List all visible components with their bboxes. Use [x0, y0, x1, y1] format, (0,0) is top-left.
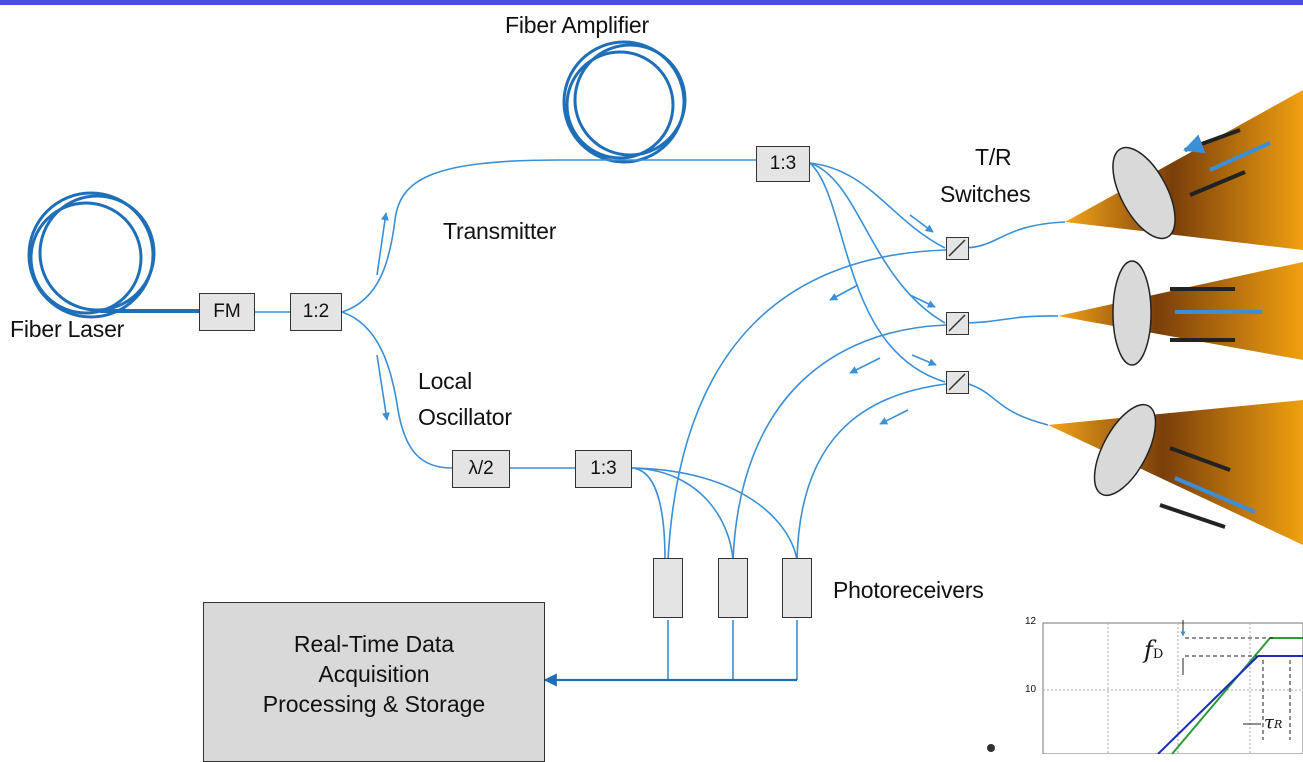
photoreceiver-3 — [782, 558, 812, 618]
tr-switch-3 — [946, 371, 969, 394]
local-oscillator-label-line1: Local — [418, 368, 472, 394]
photoreceiver-1 — [653, 558, 683, 618]
direction-arrows — [376, 212, 937, 425]
top-accent-bar — [0, 0, 1303, 5]
series-blue-line — [1157, 655, 1259, 754]
tau-annotation: τR — [1264, 712, 1283, 733]
fd-annotation: fD — [1144, 636, 1164, 664]
fm-modulator-box: FM — [199, 293, 255, 331]
tr-switch-2 — [946, 312, 969, 335]
fiber-paths — [255, 159, 1066, 687]
y-tick-12: 12 — [1025, 616, 1037, 627]
transmitter-label: Transmitter — [443, 218, 557, 244]
tr-switch-1 — [946, 237, 969, 260]
tr-switches-label-line2: Switches — [940, 181, 1031, 207]
fiber-laser-coil — [27, 191, 205, 319]
tr-switches-label-line1: T/R — [975, 144, 1012, 170]
daq-line-3: Processing & Storage — [262, 691, 486, 717]
telescope-middle — [1058, 260, 1303, 366]
fiber-laser-label: Fiber Laser — [10, 316, 125, 342]
y-tick-10: 10 — [1025, 684, 1037, 695]
chart-plot — [987, 620, 1303, 754]
fiber-amplifier-coil — [562, 40, 687, 164]
telescope-top — [1065, 90, 1303, 250]
data-acquisition-box: Real-Time Data Acquisition Processing & … — [203, 602, 545, 762]
local-oscillator-label-line2: Oscillator — [418, 404, 512, 430]
photoreceiver-2 — [718, 558, 748, 618]
daq-line-2: Acquisition — [318, 661, 430, 687]
series-green-line — [1171, 637, 1271, 754]
fiber-amplifier-label: Fiber Amplifier — [505, 12, 649, 38]
splitter-1-2-box: 1:2 — [290, 293, 342, 331]
splitter-1-3-lo-box: 1:3 — [575, 450, 632, 488]
splitter-1-3-transmit-box: 1:3 — [756, 146, 810, 182]
daq-line-1: Real-Time Data — [293, 631, 455, 657]
telescope-bottom — [1048, 400, 1303, 545]
photoreceivers-label: Photoreceivers — [833, 577, 984, 603]
half-wave-plate-box: λ/2 — [452, 450, 510, 488]
